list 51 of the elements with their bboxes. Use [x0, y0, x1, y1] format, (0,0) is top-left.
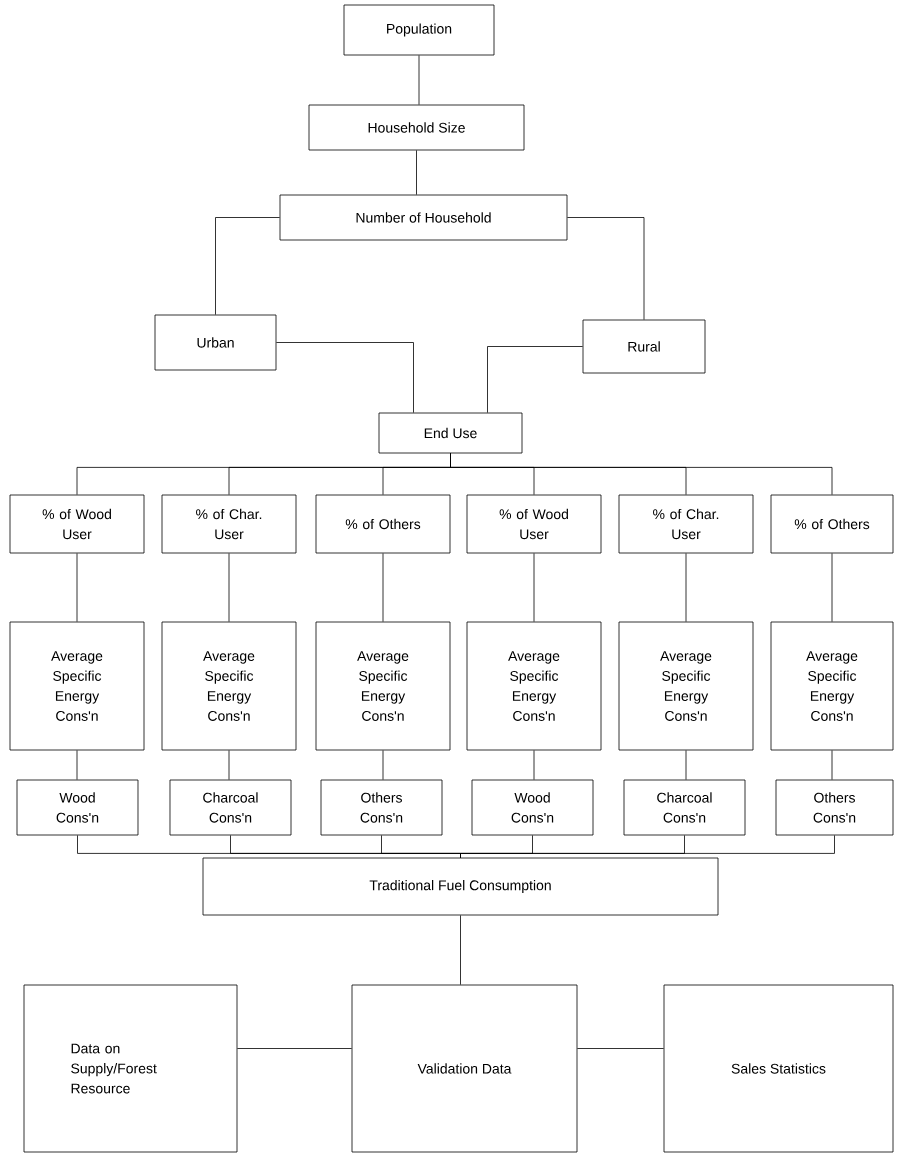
- connector-line: [382, 750, 384, 780]
- process-box: Average Specific Energy Cons'n: [770, 621, 894, 751]
- process-box: Sales Statistics: [663, 984, 894, 1153]
- connector-line: [685, 750, 687, 780]
- process-box: Traditional Fuel Consumption: [202, 857, 719, 916]
- connector-line: [577, 1048, 664, 1049]
- process-box: Average Specific Energy Cons'n: [161, 621, 297, 751]
- connector-line: [76, 750, 78, 780]
- process-box: Charcoal Cons'n: [623, 779, 746, 836]
- connector-line: [382, 553, 384, 622]
- process-box: Average Specific Energy Cons'n: [9, 621, 145, 751]
- connector-line: [685, 553, 687, 622]
- connector-line: [215, 217, 280, 315]
- connector-line: [460, 915, 461, 985]
- process-box: % of Wood User: [9, 494, 145, 554]
- process-box: Others Cons'n: [775, 779, 894, 836]
- connector-line: [460, 835, 835, 858]
- process-box: Population: [343, 4, 495, 56]
- connector-line: [487, 346, 583, 413]
- connector-line: [831, 750, 833, 780]
- process-box: Rural: [582, 319, 706, 374]
- process-box: Average Specific Energy Cons'n: [466, 621, 602, 751]
- connector-line: [418, 55, 420, 105]
- process-box: End Use: [378, 412, 523, 454]
- process-box: Others Cons'n: [320, 779, 443, 836]
- process-box: Average Specific Energy Cons'n: [315, 621, 451, 751]
- process-box: Charcoal Cons'n: [169, 779, 292, 836]
- process-box: % of Others: [315, 494, 451, 554]
- process-box: Household Size: [308, 104, 525, 151]
- connector-line: [76, 553, 78, 622]
- process-box: % of Wood User: [466, 494, 602, 554]
- process-box: % of Char. User: [161, 494, 297, 554]
- connector-line: [567, 217, 645, 320]
- process-box: % of Char. User: [618, 494, 754, 554]
- process-box: Wood Cons'n: [16, 779, 139, 836]
- process-box: % of Others: [770, 494, 894, 554]
- process-box: Validation Data: [351, 984, 578, 1153]
- connector-line: [533, 553, 535, 622]
- connector-line: [831, 553, 833, 622]
- process-box: Average Specific Energy Cons'n: [618, 621, 754, 751]
- connector-line: [276, 342, 414, 413]
- connector-line: [228, 750, 230, 780]
- connector-line: [416, 150, 417, 195]
- connector-line: [450, 453, 833, 495]
- process-box: Data on Supply/Forest Resource: [23, 984, 238, 1153]
- connector-line: [533, 750, 535, 780]
- process-box: Urban: [154, 314, 277, 371]
- process-box: Wood Cons'n: [471, 779, 594, 836]
- process-box: Number of Household: [279, 194, 568, 241]
- connector-line: [237, 1048, 352, 1049]
- connector-line: [228, 553, 230, 622]
